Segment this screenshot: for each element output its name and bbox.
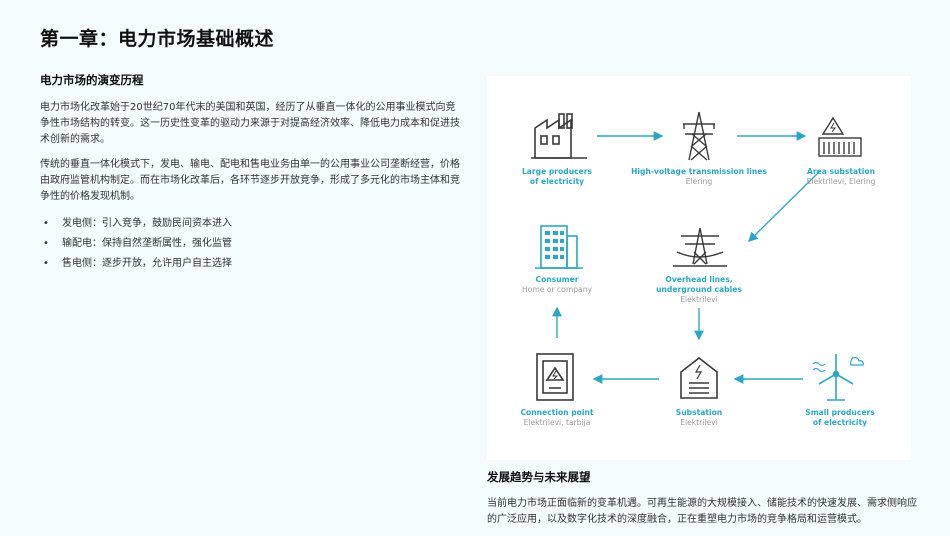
node-small-producers: Small producers of electricity xyxy=(765,408,915,428)
evolution-heading: 电力市场的演变历程 xyxy=(40,73,144,87)
node-overhead-lines: Overhead lines, underground cables Elekt… xyxy=(624,275,774,305)
outlook-heading: 发展趋势与未来展望 xyxy=(487,470,591,484)
node-substation-sub: Elektrilevi xyxy=(680,418,718,427)
outlook-paragraph: 当前电力市场正面临新的变革机遇。可再生能源的大规模接入、储能技术的快速发展、需求… xyxy=(487,498,917,525)
arrow-area-to-overhead xyxy=(748,170,821,242)
node-overhead-lines-sub: Elektrilevi xyxy=(680,295,718,304)
outlook-section: 发展趋势与未来展望 当前电力市场正面临新的变革机遇。可再生能源的大规模接入、储能… xyxy=(487,469,917,528)
page-title: 第一章：电力市场基础概述 xyxy=(40,28,275,50)
node-large-producers-name-2: of electricity xyxy=(529,177,585,186)
evolution-paragraph-2: 传统的垂直一体化模式下，发电、输电、配电和售电业务由单一的公用事业公司垄断经营，… xyxy=(40,159,460,202)
node-overhead-lines-name-1: Overhead lines, xyxy=(665,275,733,284)
area-substation-icon xyxy=(818,116,862,157)
overhead-lines-icon xyxy=(673,227,727,267)
node-connection-point-name: Connection point xyxy=(520,408,594,417)
node-hv-lines-sub: Elering xyxy=(685,177,713,186)
node-consumer-sub: Home or company xyxy=(521,285,593,294)
evolution-section: 电力市场的演变历程 电力市场化改革始于20世纪70年代末的美国和英国，经历了从垂… xyxy=(40,72,460,274)
bullet-generation: 发电侧：引入竞争，鼓励民间资本进入 xyxy=(40,214,460,234)
node-consumer-name: Consumer xyxy=(535,275,579,284)
diagram-graphics xyxy=(531,111,864,401)
power-flow-diagram: Large producers of electricity High-volt… xyxy=(487,76,911,460)
factory-icon xyxy=(531,113,587,159)
node-large-producers: Large producers of electricity xyxy=(482,167,632,187)
transmission-tower-icon xyxy=(683,111,715,161)
node-small-producers-name-2: of electricity xyxy=(812,418,868,427)
connection-point-icon xyxy=(536,353,574,401)
node-connection-point: Connection point Elektrilevi, tarbija xyxy=(482,408,632,428)
node-overhead-lines-name-2: underground cables xyxy=(656,285,742,294)
substation-icon xyxy=(680,356,718,399)
node-small-producers-name-1: Small producers xyxy=(805,408,875,417)
node-hv-lines-name: High-voltage transmission lines xyxy=(631,167,767,176)
node-area-substation-name: Area substation xyxy=(806,167,876,176)
building-icon xyxy=(535,225,583,269)
node-hv-lines: High-voltage transmission lines Elering xyxy=(609,167,789,187)
node-large-producers-name-1: Large producers xyxy=(521,167,593,176)
node-substation: Substation Elektrilevi xyxy=(624,408,774,428)
bullet-transmission: 输配电：保持自然垄断属性，强化监管 xyxy=(40,234,460,254)
node-substation-name: Substation xyxy=(675,408,723,417)
node-connection-point-sub: Elektrilevi, tarbija xyxy=(523,418,591,427)
node-area-substation: Area substation Elektrilevi, Elering xyxy=(766,167,916,187)
node-consumer: Consumer Home or company xyxy=(482,275,632,295)
bullet-retail: 售电侧：逐步开放，允许用户自主选择 xyxy=(40,254,460,274)
wind-turbine-icon xyxy=(812,354,864,401)
evolution-paragraph-1: 电力市场化改革始于20世纪70年代末的美国和英国，经历了从垂直一体化的公用事业模… xyxy=(40,102,460,145)
evolution-bullet-list: 发电侧：引入竞争，鼓励民间资本进入 输配电：保持自然垄断属性，强化监管 售电侧：… xyxy=(40,214,460,274)
node-area-substation-sub: Elektrilevi, Elering xyxy=(806,177,876,186)
